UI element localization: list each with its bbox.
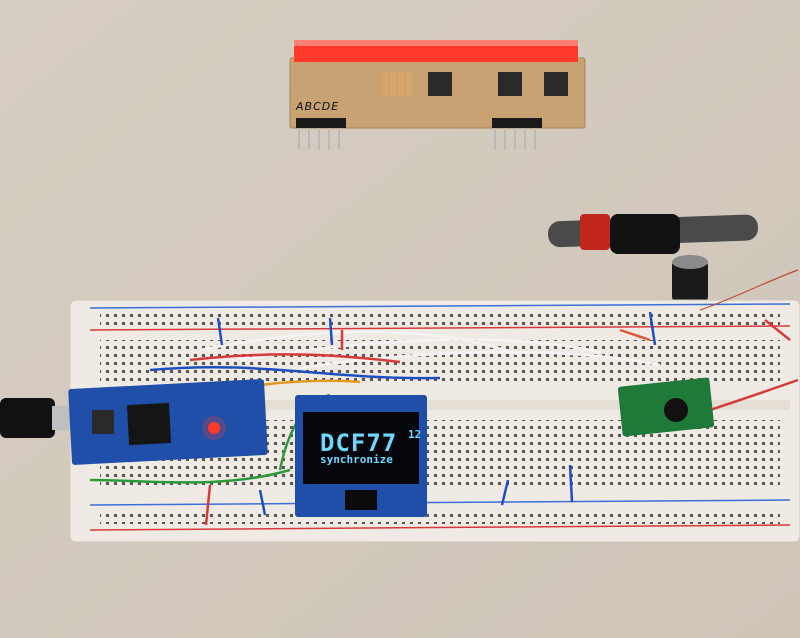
resistor-array: [382, 72, 412, 96]
oled-module: [295, 395, 427, 517]
ferrite-antenna: [548, 214, 758, 254]
pushbutton-1: [428, 72, 452, 96]
pin-header-right: [492, 118, 542, 150]
power-led: [208, 422, 220, 434]
pushbutton-3: [544, 72, 568, 96]
pushbutton-2: [498, 72, 522, 96]
led-pcb: [289, 40, 586, 150]
led-row: [294, 40, 578, 62]
pin-header-left: [296, 118, 346, 150]
arduino-nano: [68, 379, 268, 465]
electrolytic-capacitor: [672, 255, 708, 306]
dcf77-receiver-module: [617, 377, 715, 437]
pcb-silkscreen-label: ABCDE: [296, 100, 340, 113]
oled-status-text: synchronize: [320, 453, 393, 466]
oled-title-text: DCF77: [320, 429, 398, 457]
jumper-wires: [89, 269, 799, 526]
oled-superscript-text: 12: [408, 428, 422, 441]
